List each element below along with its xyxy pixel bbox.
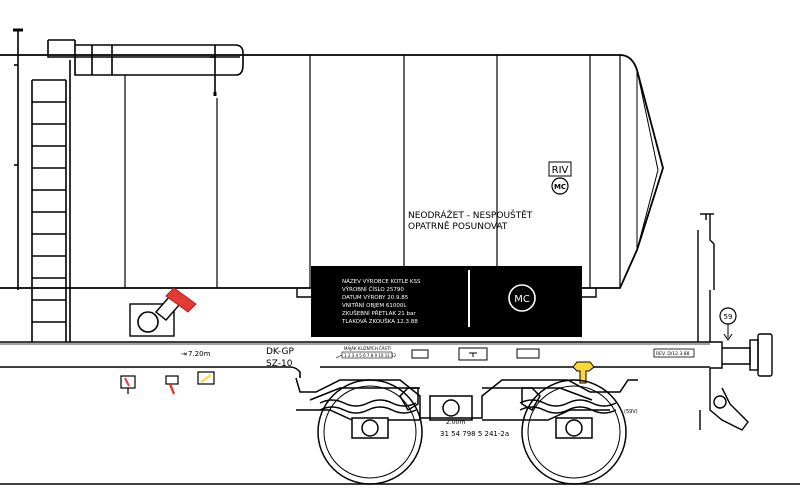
plate-line-3: DATUM VÝROBY 20.9.85 (342, 294, 409, 301)
sz-mark: SZ-10 (266, 359, 293, 369)
axle-mark: (59V) (624, 409, 638, 415)
buffer-mark-text: 59 (724, 313, 733, 321)
revision-mark-text: REV. D/12.3.88 (656, 351, 690, 357)
drain-valve (129, 287, 197, 337)
dk-gp-mark: DK-GP (266, 347, 294, 357)
mc-mark-large (508, 284, 536, 312)
plate-line-1: NÁZEV VÝROBCE KOTLE KSS (342, 278, 421, 285)
tank-body (0, 54, 664, 289)
bogie-distance: 2.00m (446, 419, 465, 426)
tank-saddles (296, 288, 597, 298)
frame-plate (411, 349, 429, 359)
warning-line-1: NEODRÁŽET - NESPOUŠTĚT (408, 209, 533, 221)
drain-valve-handle (165, 287, 197, 313)
mc-mark-large-text: MC (514, 294, 530, 305)
riv-mark-text: RIV (552, 165, 569, 176)
top-walkway (47, 39, 244, 96)
mc-mark-small: MC (551, 177, 569, 195)
lifting-lug (572, 361, 595, 384)
clearance-label: MAJÁK KLIZNÝCH ČÁSTÍ (344, 346, 392, 351)
end-coupler (697, 213, 773, 431)
ladder (13, 28, 71, 342)
length-mark-text: 7.20m (188, 350, 211, 358)
frame-plate-2 (516, 348, 540, 359)
brake-fittings (120, 371, 215, 395)
length-mark-arrow: ⇥ (181, 350, 187, 358)
revision-mark: REV. D/12.3.88 (653, 348, 695, 358)
buffer-mark: 59 (719, 307, 737, 341)
plate-line-5: ZKUŠEBNÍ PŘETLAK 21 bar (342, 309, 416, 317)
plate-line-2: VÝROBNÍ ČÍSLO 25790 (342, 286, 404, 293)
length-mark: ⇥ 7.20m (181, 350, 211, 358)
clearance-scale-text: 1 2 3 4 5 6 7 8 9 10 11 12 (344, 353, 397, 358)
mc-mark-small-text: MC (554, 183, 566, 191)
clearance-scale: MAJÁK KLIZNÝCH ČÁSTÍ 1 2 3 4 5 6 7 8 9 1… (335, 346, 397, 359)
riv-mark: RIV (548, 161, 572, 177)
plate-line-4: VNITŘNÍ OBJEM 61000L (342, 301, 407, 309)
wagon-number: 31 54 798 5 241-2a (440, 430, 509, 438)
bogie (295, 377, 638, 485)
data-plate: NÁZEV VÝROBCE KOTLE KSS VÝROBNÍ ČÍSLO 25… (311, 266, 582, 337)
plate-line-6: TLAKOVÁ ZKOUŠKA 12.3.88 (341, 318, 418, 325)
warning-line-2: OPATRNĚ POSUNOVAT (408, 220, 508, 232)
underframe (0, 341, 710, 378)
frame-symbol (458, 347, 488, 361)
